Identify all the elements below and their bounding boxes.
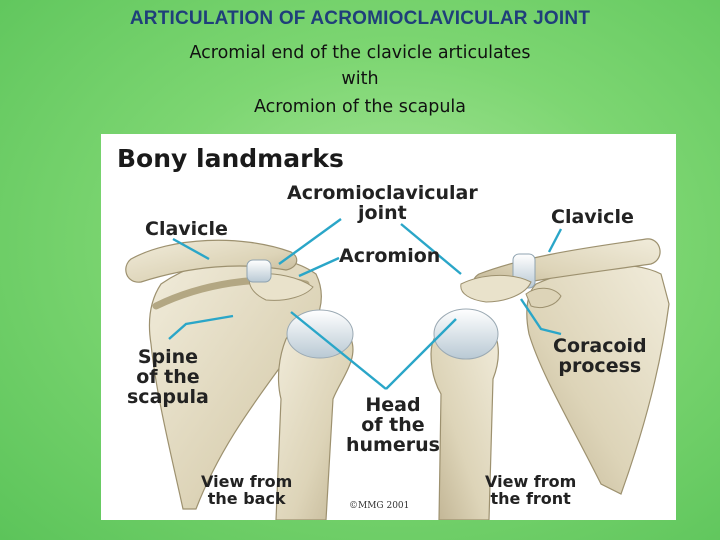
- label-coracoid-line2: process: [558, 354, 642, 377]
- right-humeral-head: [433, 308, 499, 360]
- leader-clavicle-right: [547, 228, 563, 253]
- label-spine-line2: of the: [136, 365, 200, 388]
- label-clavicle-right: Clavicle: [551, 206, 634, 228]
- label-view-back: View from the back: [201, 472, 293, 508]
- subtitle-line-3: Acromion of the scapula: [253, 97, 467, 117]
- label-spine-line3: scapula: [127, 385, 209, 408]
- label-ac-joint-line2: joint: [358, 201, 407, 224]
- label-view-back-line1: View from: [201, 472, 293, 491]
- copyright-text: ©MMG 2001: [349, 501, 410, 511]
- left-ac-joint-capsule: [246, 259, 272, 283]
- label-head-line1: Head: [365, 394, 421, 416]
- label-head-line3: humerus: [346, 433, 440, 456]
- label-head-line2: of the: [361, 413, 425, 436]
- leader-head-right: [385, 318, 457, 390]
- subtitle-line-2: with: [341, 69, 379, 89]
- label-coracoid-process: Coracoid process: [553, 335, 647, 377]
- label-view-back-line2: the back: [207, 488, 286, 508]
- label-ac-joint-line1: Acromioclavicular: [287, 182, 478, 204]
- figure-title: Bony landmarks: [117, 144, 344, 173]
- leader-lines: [168, 218, 563, 390]
- label-view-front: View from the front: [485, 472, 577, 508]
- label-clavicle-left: Clavicle: [145, 218, 228, 240]
- label-spine-of-scapula: Spine of the scapula: [127, 346, 209, 408]
- right-coracoid-process: [525, 287, 562, 309]
- anatomy-figure: Bony landmarks Acromioclavicular joint C…: [101, 134, 676, 520]
- left-clavicle: [125, 239, 298, 283]
- leader-clavicle-left: [172, 237, 210, 261]
- leader-coracoid: [520, 298, 562, 336]
- label-view-front-line1: View from: [485, 472, 577, 491]
- slide-title: ARTICULATION OF ACROMIOCLAVICULAR JOINT: [129, 8, 591, 29]
- leader-acromion: [298, 256, 340, 278]
- leader-spine: [168, 314, 234, 340]
- label-head-of-humerus: Head of the humerus: [346, 394, 440, 456]
- leader-head-left: [290, 311, 387, 390]
- right-acromion: [460, 274, 532, 303]
- shoulder-illustration: [125, 218, 670, 520]
- label-view-front-line2: the front: [490, 488, 571, 508]
- subtitle-line-1: Acromial end of the clavicle articulates: [189, 43, 531, 63]
- label-ac-joint: Acromioclavicular joint: [287, 182, 478, 224]
- label-coracoid-line1: Coracoid: [553, 335, 647, 357]
- label-spine-line1: Spine: [137, 346, 199, 368]
- leader-ac-joint-left: [278, 218, 342, 265]
- leader-ac-joint-right: [400, 223, 462, 275]
- label-acromion: Acromion: [339, 245, 441, 267]
